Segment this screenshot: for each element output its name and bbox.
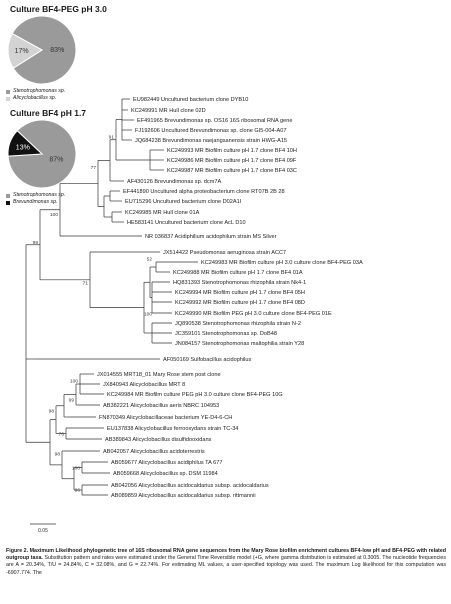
- tree-leaf-label: EF441890 Uncultured alpha proteobacteriu…: [123, 189, 285, 195]
- bootstrap-value: 100: [50, 212, 58, 218]
- legend-swatch: [6, 89, 10, 94]
- pie-slice-label: 83%: [50, 47, 64, 54]
- bootstrap-value: 52: [147, 257, 153, 263]
- tree-leaf-label: AF050169 Sulfobacillus acidophilus: [163, 357, 252, 363]
- legend-item: Alicyclobacillus sp.: [6, 95, 65, 102]
- legend-label: Alicyclobacillus sp.: [13, 95, 57, 101]
- pie-slice: [11, 15, 77, 85]
- pie-slice-label: 13%: [16, 145, 30, 152]
- pie-slice-label: 17%: [15, 48, 29, 55]
- bootstrap-value: 100: [72, 466, 80, 472]
- legend-item: Stenotrophomonas sp.: [6, 192, 65, 199]
- tree-leaf-label: EU137838 Alicyclobacillus ferrooxydans s…: [107, 426, 238, 432]
- tree-leaf-label: EF491965 Brevundimonas sp. OS16 16S ribo…: [137, 118, 292, 124]
- tree-leaf-label: AB059668 Alicyclobacillus sp. DSM 11984: [113, 471, 218, 477]
- tree-leaf-label: JQ890538 Stenotrophomonas rhizophila str…: [175, 321, 301, 327]
- tree-leaf-label: JC359101 Stenotrophomonas sp. DoB48: [175, 331, 277, 337]
- tree-leaf-label: AB042057 Alicyclobacillus acidoterrestri…: [103, 449, 205, 455]
- phylogenetic-tree: 91 77 100 52 100 71 99 100 99 76 98 100 96 98 EU982449…: [25, 97, 363, 534]
- tree-leaf-label: JN084157 Stenotrophomonas maltophilia st…: [175, 341, 304, 347]
- tree-leaf-label: EU715296 Uncultured bacterium clone D02A…: [125, 199, 242, 205]
- tree-leaf-label: AB059677 Alicyclobacillus acidiphilus TA…: [111, 460, 222, 466]
- pie-title-bf4: Culture BF4 pH 1.7: [10, 108, 87, 118]
- tree-leaf-label: HE583141 Uncultured bacterium clone AcL …: [127, 220, 246, 226]
- tree-leaf-label: HQ831393 Stenotrophomonas rhizophila str…: [173, 280, 306, 286]
- legend-swatch: [6, 96, 10, 101]
- pie-slice: [7, 32, 43, 69]
- bootstrap-value: 71: [83, 280, 89, 286]
- tree-leaf-label: KC249990 MR Biofilm PEG pH 3.0 culture c…: [175, 311, 332, 317]
- bootstrap-value: 77: [91, 165, 97, 171]
- legend-label: Brevundimonas sp.: [13, 199, 58, 205]
- legend-item: Brevundimonas sp.: [6, 199, 65, 206]
- tree-leaf-label: KC249985 MR Hull clone 01A: [125, 210, 200, 216]
- tree-leaf-label: FN870349 Alicyclobacillaceae bacterium Y…: [99, 415, 232, 421]
- caption-title: Figure 2. Maximum Likelihood phylogeneti…: [6, 548, 446, 562]
- legend-swatch: [6, 200, 10, 205]
- bootstrap-value: 99: [69, 398, 75, 404]
- figure-caption: Figure 2. Maximum Likelihood phylogeneti…: [6, 548, 446, 577]
- tree-leaf-label: JX840943 Alicyclobacillus MRT 8: [103, 382, 185, 388]
- tree-leaf-label: KC249984 MR Biofilm culture PEG pH 3.0 c…: [107, 392, 283, 398]
- legend-item: Stenotrophomonas sp.: [6, 88, 65, 95]
- bootstrap-value: 98: [55, 452, 61, 458]
- tree-leaf-label: AB389843 Alicyclobacillus disulfidooxida…: [105, 437, 212, 443]
- tree-leaf-label: JX514422 Pseudomonas aeruginosa strain A…: [163, 250, 286, 256]
- pie-slice-label: 87%: [49, 157, 63, 164]
- tree-leaf-label: AB382221 Alicyclobacillus aeris NBRC 104…: [103, 403, 219, 409]
- tree-leaf-label: JQ684238 Brevundimonas naejangsanensis s…: [135, 138, 287, 144]
- bootstrap-value: 91: [109, 134, 115, 140]
- legend-label: Stenotrophomonas sp.: [13, 88, 66, 94]
- tree-leaf-label: KC249986 MR Biofilm culture pH 1.7 clone…: [167, 158, 297, 164]
- tree-leaf-label: KC249988 MR Biofilm culture pH 1.7 clone…: [173, 270, 303, 276]
- legend-label: Stenotrophomonas sp.: [13, 192, 66, 198]
- tree-leaf-label: EU982449 Uncultured bacterium clone DYB1…: [133, 97, 248, 103]
- tree-leaf-label: KC249994 MR Biofilm culture pH 1.7 clone…: [175, 290, 305, 296]
- bootstrap-value: 98: [49, 408, 55, 414]
- caption-body: Substitution pattern and rates were esti…: [6, 555, 446, 576]
- pie-chart-bf4-peg: 83% 17%: [7, 15, 77, 85]
- tree-leaf-label: KC249987 MR Biofilm culture pH 1.7 clone…: [167, 168, 297, 174]
- pie-title-bf4-peg: Culture BF4-PEG pH 3.0: [10, 4, 107, 14]
- pie-chart-bf4: 87% 13%: [7, 119, 77, 189]
- pie-slice: [7, 130, 44, 157]
- tree-leaf-label: FJ192606 Uncultured Brevundimonas sp. cl…: [135, 128, 286, 134]
- tree-leaf-label: AB042056 Alicyclobacillus acidocaldarius…: [111, 483, 269, 489]
- bootstrap-value: 99: [33, 240, 39, 246]
- tree-leaf-label: JX014555 MRT18_01 Mary Rose stem post cl…: [97, 372, 221, 378]
- legend-swatch: [6, 193, 10, 198]
- tree-leaf-label: AB089859 Alicyclobacillus acidocaldarius…: [111, 493, 256, 499]
- bootstrap-value: 76: [59, 432, 65, 438]
- bootstrap-value: 100: [70, 379, 78, 385]
- scale-bar-label: 0.05: [38, 528, 48, 534]
- tree-leaf-label: NR 036837 Acidiphilium acidophilum strai…: [145, 234, 277, 240]
- tree-leaf-label: KC249983 MR Biofilm culture pH 3.0 cultu…: [201, 260, 363, 266]
- tree-leaf-label: AF430126 Brevundimonas sp. dcm7A: [127, 179, 221, 185]
- pie-legend-bf4-peg: Stenotrophomonas sp. Alicyclobacillus sp…: [6, 88, 65, 102]
- tree-leaf-label: KC249993 MR Biofilm culture pH 1.7 clone…: [167, 148, 297, 154]
- tree-leaf-label: KC249991 MR Hull clone 02D: [131, 108, 206, 114]
- pie-legend-bf4: Stenotrophomonas sp. Brevundimonas sp.: [6, 192, 65, 206]
- bootstrap-value: 100: [144, 312, 152, 318]
- tree-leaf-label: KC249992 MR Biofilm culture pH 1.7 clone…: [175, 300, 305, 306]
- bootstrap-value: 96: [75, 488, 81, 494]
